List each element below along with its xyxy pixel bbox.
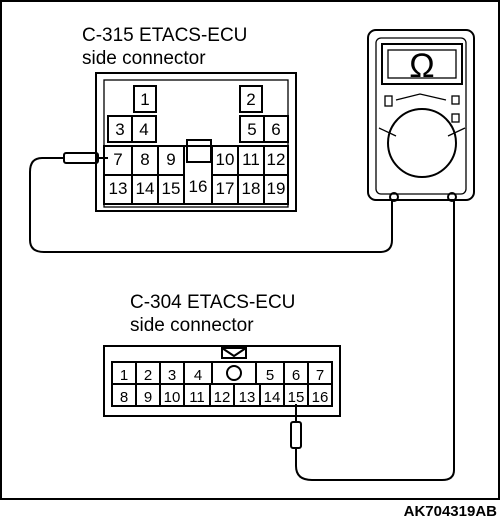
- pin-8: 8: [140, 150, 149, 169]
- lead-wire-v: [295, 201, 455, 481]
- pin-6: 6: [292, 367, 300, 384]
- ohm-symbol: Ω: [409, 47, 434, 85]
- pin-12: 12: [214, 389, 231, 406]
- pin-7: 7: [316, 367, 324, 384]
- pin-4: 4: [139, 120, 148, 139]
- meter-button-icon: [384, 95, 393, 107]
- pin-1: 1: [140, 90, 149, 109]
- pin-5: 5: [247, 120, 256, 139]
- c304-connector: [103, 345, 341, 417]
- meter-display: [381, 43, 463, 85]
- c315-connector: [95, 72, 297, 212]
- c315-subtitle: side connector: [82, 48, 206, 69]
- pin-10: 10: [164, 389, 181, 406]
- pin-9: 9: [144, 389, 152, 406]
- pin-4: 4: [194, 367, 202, 384]
- pin-1: 1: [120, 367, 128, 384]
- bottom-probe: [290, 404, 302, 449]
- pin-11: 11: [242, 150, 260, 169]
- c315-title: C-315 ETACS-ECU: [82, 25, 247, 46]
- pin-17: 17: [216, 179, 235, 198]
- pin-6: 6: [271, 120, 280, 139]
- diagram-frame: [0, 0, 500, 500]
- meter-button-icon: [451, 95, 460, 105]
- pin-7: 7: [113, 150, 122, 169]
- pin-16: 16: [312, 389, 329, 406]
- lead-wire-com: [29, 157, 393, 253]
- pin-13: 13: [109, 179, 128, 198]
- meter-terminal-com: [389, 192, 399, 202]
- meter-button-icon: [451, 113, 460, 123]
- figure-code: AK704319AB: [404, 503, 498, 520]
- pin-2: 2: [246, 90, 255, 109]
- pin-16: 16: [189, 177, 208, 196]
- pin-14: 14: [264, 389, 281, 406]
- pin-8: 8: [120, 389, 128, 406]
- pin-18: 18: [242, 179, 261, 198]
- pin-2: 2: [144, 367, 152, 384]
- pin-15: 15: [162, 179, 181, 198]
- multimeter: Ω: [367, 29, 475, 202]
- meter-terminal-v: [447, 192, 457, 202]
- pin-12: 12: [267, 150, 286, 169]
- left-probe: [63, 152, 108, 164]
- pin-5: 5: [266, 367, 274, 384]
- c304-subtitle: side connector: [130, 315, 254, 336]
- pin-19: 19: [267, 179, 286, 198]
- pin-3: 3: [115, 120, 124, 139]
- meter-dial: [387, 108, 457, 178]
- pin-3: 3: [168, 367, 176, 384]
- c304-title: C-304 ETACS-ECU: [130, 292, 295, 313]
- pin-10: 10: [216, 150, 235, 169]
- pin-15: 15: [288, 389, 305, 406]
- pin-14: 14: [136, 179, 155, 198]
- pin-11: 11: [189, 389, 205, 406]
- pin-13: 13: [239, 389, 256, 406]
- pin-9: 9: [166, 150, 175, 169]
